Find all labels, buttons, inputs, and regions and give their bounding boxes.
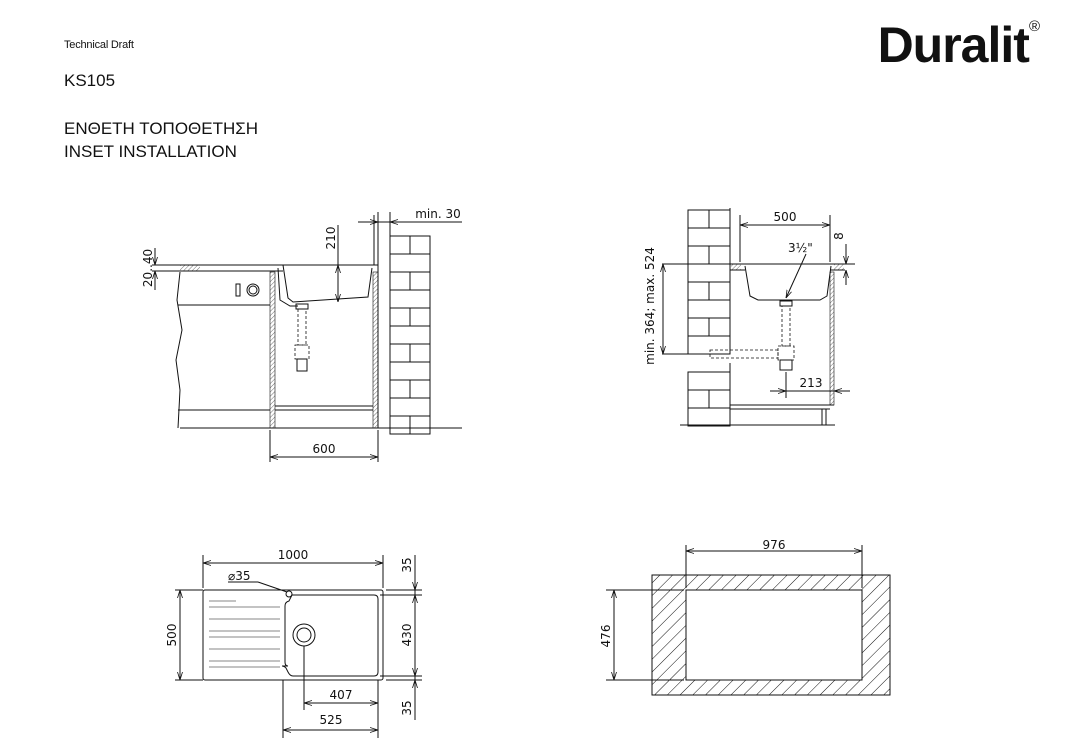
cutout-view: 976 476 [599,538,891,696]
brick [409,271,431,291]
brick [708,209,731,229]
dim-bowl-depth: 210 [324,227,338,250]
brick [389,379,411,399]
dim-cabinet-width: 600 [313,442,336,456]
dim-bowl-length: 525 [320,713,343,727]
registered-mark: ® [1028,18,1040,35]
dim-total-width: 500 [165,624,179,647]
model-number: KS105 [64,71,116,90]
title-greek: ΕΝΘΕΤΗ ΤΟΠΟΘΕΤΗΣΗ [64,119,259,138]
brick [687,407,731,427]
brick [708,389,731,409]
dim-cutout-width: 476 [599,625,613,648]
brick [687,263,731,283]
brick [687,299,731,319]
brick [687,317,710,337]
top-view: 1000 ⌀35 500 35 430 35 407 525 [165,548,422,738]
side-view-left: 600 210 min. 30 20..40 [141,207,462,462]
brick [389,325,431,345]
dim-bowl-width: 500 [774,210,797,224]
dim-drain-offset: 213 [800,376,823,390]
brick [409,235,431,255]
brick [708,317,731,337]
brick [389,397,431,417]
dim-drain-height: min. 364; max. 524 [643,247,657,365]
dim-bowl-width: 430 [400,624,414,647]
brick [389,271,411,291]
dim-wall-gap: min. 30 [415,207,461,221]
brick [409,379,431,399]
dim-top-margin: 35 [400,557,414,572]
brick [389,415,411,435]
brick [389,253,431,273]
brick [687,371,731,391]
brick [389,235,411,255]
dim-cutout-length: 976 [763,538,786,552]
dim-drain-offset: 407 [330,688,353,702]
logo-text: Duralit [877,17,1030,73]
brick [409,343,431,363]
dim-bottom-margin: 35 [400,700,414,715]
brick [389,307,411,327]
duralit-logo: Duralit® [877,16,1040,74]
dim-drain-size: 3½" [788,241,813,255]
brick [389,343,411,363]
brick [687,245,710,265]
brick [389,361,431,381]
brick [708,281,731,301]
dim-counter-thickness: 20..40 [141,249,155,287]
dim-total-length: 1000 [278,548,309,562]
brick [409,415,431,435]
side-view-right: 500 8 3½" min. 364; max. 524 213 [643,208,855,427]
brick [687,389,710,409]
brick [687,281,710,301]
document-type: Technical Draft [64,39,134,51]
title-english: INSET INSTALLATION [64,142,237,161]
brick [389,289,431,309]
brick [708,245,731,265]
dim-tap-hole: ⌀35 [228,569,251,583]
dim-rim: 8 [832,232,846,240]
brick [409,307,431,327]
brick [687,209,710,229]
brick [687,227,731,247]
brick-wall [687,209,731,427]
brick-wall [389,235,431,435]
brick [687,335,731,355]
